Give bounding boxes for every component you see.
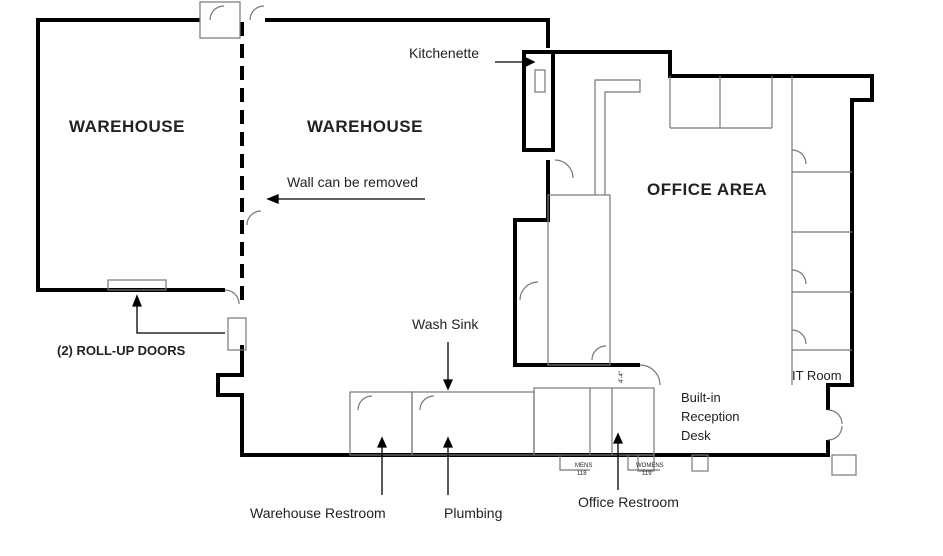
warehouse-restroom-label: Warehouse Restroom [250, 505, 386, 521]
reception-label-3: Desk [681, 428, 711, 443]
plumbing-label: Plumbing [444, 505, 503, 521]
kitchenette-label: Kitchenette [409, 45, 480, 61]
annotation-arrows [132, 56, 624, 495]
interior-walls [107, 1, 857, 476]
womens-label: WOMENS [636, 463, 664, 469]
womens-room-number: 119 [642, 471, 652, 477]
office-restroom-label: Office Restroom [578, 494, 679, 510]
office-area-label: OFFICE AREA [647, 180, 768, 199]
mens-label: MENS [575, 463, 593, 469]
exterior-walls [36, 18, 874, 457]
mens-room-number: 118 [577, 471, 587, 477]
warehouse-left-label: WAREHOUSE [69, 117, 185, 136]
warehouse-right-label: WAREHOUSE [307, 117, 423, 136]
dimension-label: 4'-4" [618, 371, 625, 383]
reception-label-1: Built-in [681, 390, 721, 405]
wash-sink-label: Wash Sink [412, 316, 479, 332]
roll-up-doors-label: (2) ROLL-UP DOORS [57, 343, 186, 358]
it-room-label: IT Room [792, 368, 842, 383]
reception-label-2: Reception [681, 409, 740, 424]
wall-removed-label: Wall can be removed [287, 174, 418, 190]
